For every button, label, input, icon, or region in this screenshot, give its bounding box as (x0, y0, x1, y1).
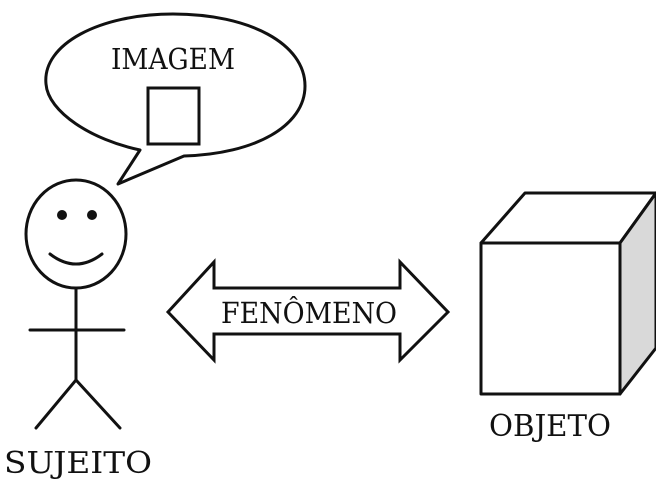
cube (479, 191, 656, 396)
stick-figure-left-leg (34, 378, 78, 430)
double-arrow-outline (165, 258, 451, 364)
left-eye (57, 210, 67, 220)
stick-figure (24, 178, 128, 430)
stick-figure-head (24, 178, 128, 290)
smile (48, 252, 104, 266)
bubble-label: IMAGEM (111, 42, 235, 76)
stick-figure-right-leg (74, 378, 122, 430)
cube-front-face (479, 241, 622, 396)
right-eye (87, 210, 97, 220)
image-square-icon (146, 86, 201, 146)
subject-label: SUJEITO (4, 446, 152, 480)
object-label: OBJETO (489, 409, 611, 444)
arrow-label: FENÔMENO (221, 295, 397, 330)
thought-bubble: IMAGEM (44, 12, 307, 186)
double-arrow: FENÔMENO (165, 258, 451, 364)
